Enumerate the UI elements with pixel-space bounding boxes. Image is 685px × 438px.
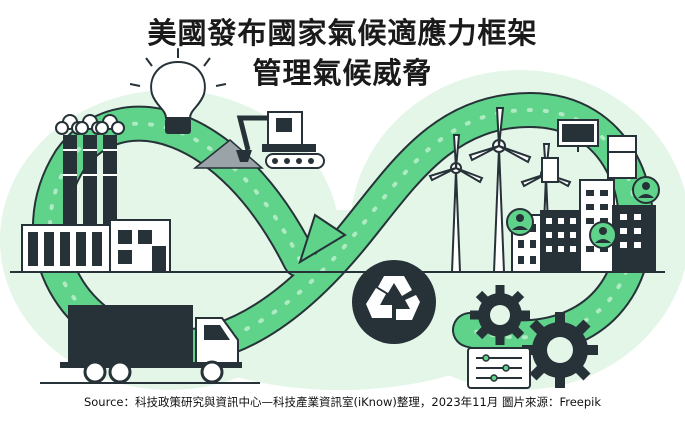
loop-arrow-head [298,213,347,265]
recycle-icon [352,260,436,344]
factory-icon [21,114,171,273]
gear-icon [470,285,598,388]
truck-icon [40,305,260,384]
title-line-2: 管理氣候威脅 [252,56,433,90]
source-caption: Source：科技政策研究與資訊中心—科技產業資訊室(iKnow)整理，2023… [83,395,602,409]
lightbulb-icon [129,48,227,134]
monitor-icon [541,119,637,183]
user-avatar-icon [506,176,660,249]
title-line-1: 美國發布國家氣候適應力框架 [147,16,538,50]
excavator-icon [192,111,325,169]
dashboard-panel-icon [467,347,531,389]
